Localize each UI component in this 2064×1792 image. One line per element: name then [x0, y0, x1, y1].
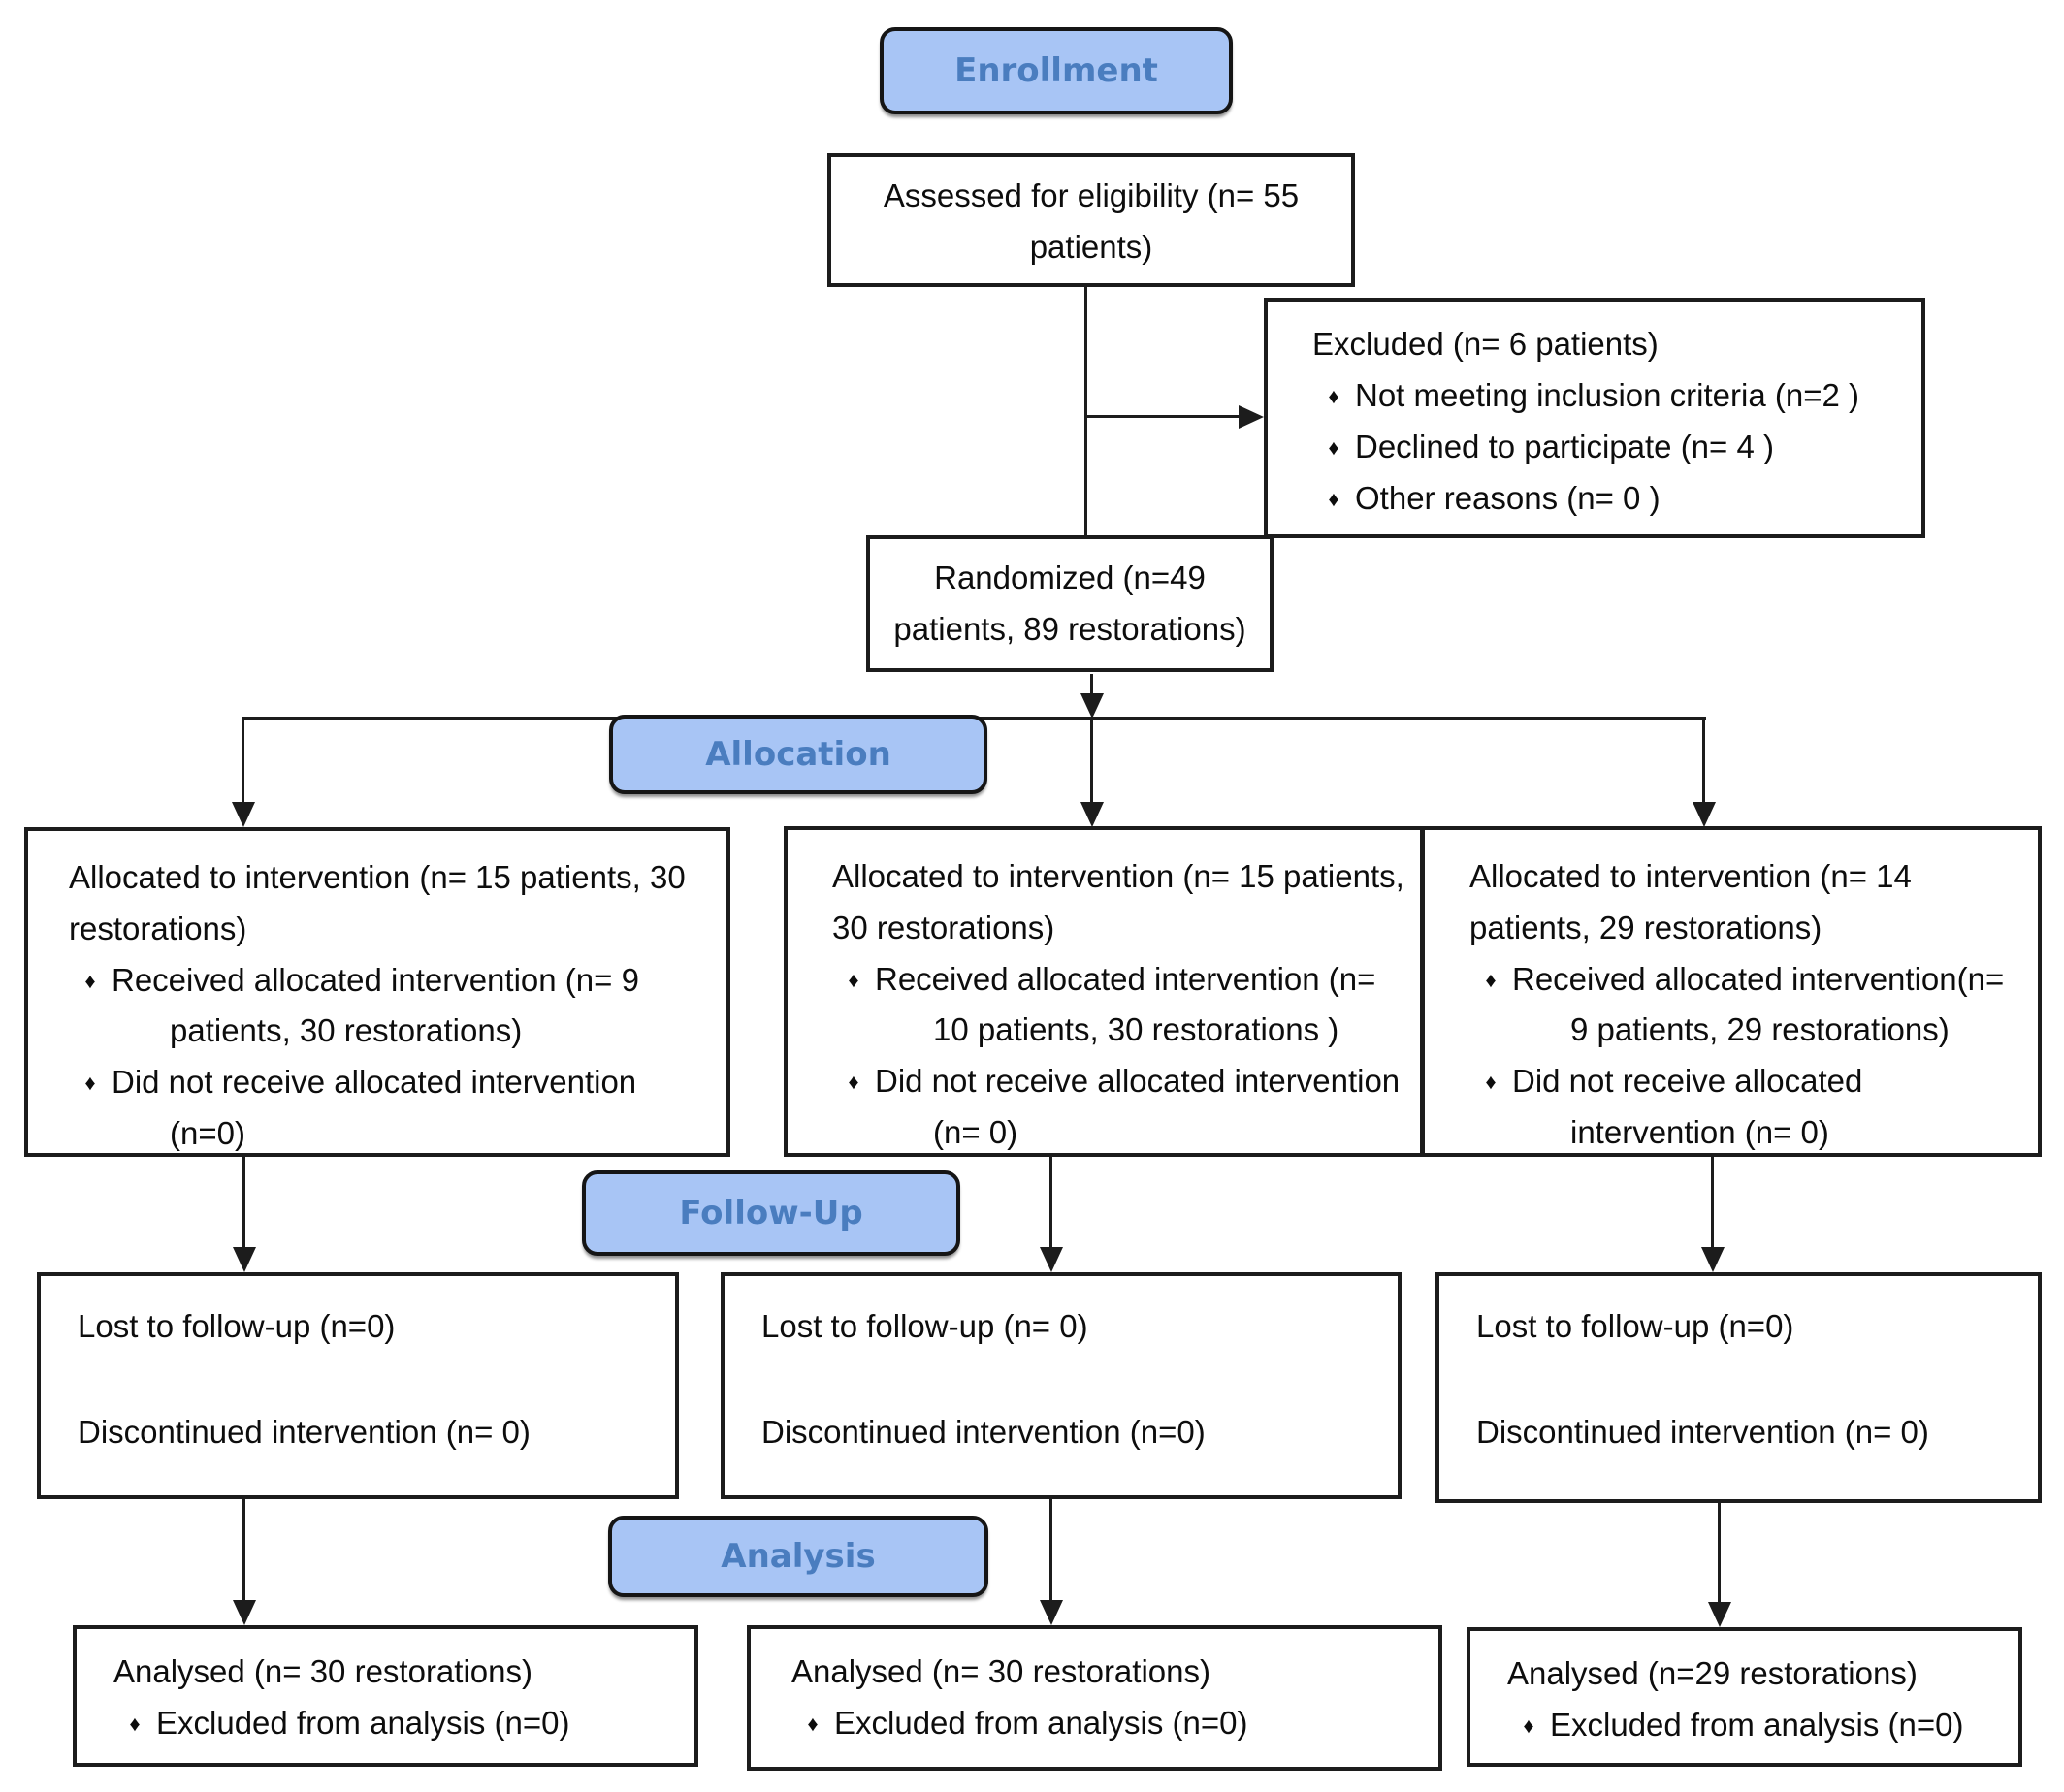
excluded-bullet-1: ♦ Not meeting inclusion criteria (n=2 ) [1312, 370, 1904, 422]
box-followup-right: Lost to follow-up (n=0) Discontinued int… [1435, 1272, 2042, 1503]
allocation-middle-title: Allocated to intervention (n= 15 patient… [832, 858, 1404, 945]
assessed-line-2: patients) [1029, 228, 1153, 265]
allocation-left-bullet-1-text: Received allocated intervention (n= 9 pa… [112, 961, 639, 1049]
allocation-middle-bullet-2: ♦ Did not receive allocated intervention… [832, 1056, 1406, 1159]
analysis-middle-bullet-1: ♦ Excluded from analysis (n=0) [791, 1698, 1429, 1749]
stage-header-enrollment: Enrollment [880, 27, 1233, 114]
allocation-right-bullet-2: ♦ Did not receive allocated intervention… [1469, 1056, 2026, 1159]
allocation-middle-bullet-1: ♦ Received allocated intervention (n= 10… [832, 954, 1406, 1057]
box-analysis-left: Analysed (n= 30 restorations) ♦ Excluded… [73, 1625, 698, 1767]
assessed-line-1: Assessed for eligibility (n= 55 [883, 177, 1300, 213]
box-allocation-left: Allocated to intervention (n= 15 patient… [24, 827, 730, 1157]
diamond-bullet-icon: ♦ [1523, 1712, 1534, 1738]
excluded-bullet-2-text: Declined to participate (n= 4 ) [1355, 428, 1774, 464]
connector-assessed-to-randomized [1084, 287, 1087, 537]
branch-arrow-right [1692, 717, 1716, 827]
analysis-left-bullet-1: ♦ Excluded from analysis (n=0) [113, 1698, 685, 1749]
diamond-bullet-icon: ♦ [848, 967, 859, 992]
excluded-title: Excluded (n= 6 patients) [1312, 326, 1659, 362]
diamond-bullet-icon: ♦ [1485, 1070, 1497, 1095]
excluded-bullet-2: ♦ Declined to participate (n= 4 ) [1312, 422, 1904, 473]
arrow-alloc-left-to-followup [232, 1157, 256, 1272]
randomized-line-2: patients, 89 restorations) [893, 610, 1246, 647]
followup-right-line-1: Lost to follow-up (n=0) [1476, 1308, 1794, 1344]
diamond-bullet-icon: ♦ [1328, 486, 1339, 511]
arrow-alloc-middle-to-followup [1039, 1157, 1063, 1272]
stage-header-allocation-label: Allocation [705, 735, 891, 774]
diamond-bullet-icon: ♦ [84, 1071, 96, 1096]
diamond-bullet-icon: ♦ [848, 1070, 859, 1095]
diamond-bullet-icon: ♦ [807, 1711, 819, 1736]
randomized-line-1: Randomized (n=49 [934, 560, 1206, 595]
stage-header-enrollment-label: Enrollment [954, 51, 1158, 90]
stage-header-follow-up: Follow-Up [582, 1170, 960, 1256]
arrow-followup-right-to-analysis [1707, 1503, 1731, 1627]
followup-left-line-1: Lost to follow-up (n=0) [78, 1308, 396, 1344]
box-randomized: Randomized (n=49 patients, 89 restoratio… [866, 535, 1274, 672]
analysis-right-bullet-1-text: Excluded from analysis (n=0) [1550, 1706, 1964, 1743]
followup-middle-line-1: Lost to follow-up (n= 0) [761, 1308, 1088, 1344]
allocation-left-title: Allocated to intervention (n= 15 patient… [69, 859, 686, 946]
arrow-followup-middle-to-analysis [1039, 1499, 1063, 1625]
branch-arrow-middle [1080, 717, 1104, 827]
allocation-right-bullet-2-text: Did not receive allocated intervention (… [1512, 1063, 1863, 1150]
stage-header-analysis: Analysis [608, 1516, 988, 1597]
excluded-bullet-3: ♦ Other reasons (n= 0 ) [1312, 473, 1904, 525]
arrow-followup-left-to-analysis [232, 1499, 256, 1625]
box-excluded: Excluded (n= 6 patients) ♦ Not meeting i… [1264, 298, 1925, 538]
analysis-right-title: Analysed (n=29 restorations) [1507, 1655, 1918, 1691]
analysis-middle-bullet-1-text: Excluded from analysis (n=0) [834, 1704, 1248, 1741]
box-analysis-middle: Analysed (n= 30 restorations) ♦ Excluded… [747, 1625, 1442, 1771]
arrow-alloc-right-to-followup [1700, 1157, 1725, 1272]
excluded-bullet-1-text: Not meeting inclusion criteria (n=2 ) [1355, 376, 1859, 413]
branch-arrow-left [231, 717, 255, 827]
diamond-bullet-icon: ♦ [129, 1711, 141, 1736]
allocation-left-bullet-2-text: Did not receive allocated intervention (… [112, 1064, 637, 1151]
stage-header-follow-up-label: Follow-Up [679, 1194, 863, 1232]
diamond-bullet-icon: ♦ [1485, 967, 1497, 992]
box-followup-left: Lost to follow-up (n=0) Discontinued int… [37, 1272, 679, 1499]
allocation-middle-bullet-2-text: Did not receive allocated intervention (… [875, 1063, 1401, 1150]
followup-middle-line-2: Discontinued intervention (n=0) [761, 1413, 1206, 1450]
diamond-bullet-icon: ♦ [84, 968, 96, 993]
analysis-middle-title: Analysed (n= 30 restorations) [791, 1653, 1210, 1689]
box-followup-middle: Lost to follow-up (n= 0) Discontinued in… [721, 1272, 1402, 1499]
allocation-left-bullet-1: ♦ Received allocated intervention (n= 9 … [69, 955, 709, 1058]
analysis-right-bullet-1: ♦ Excluded from analysis (n=0) [1507, 1700, 2009, 1751]
followup-right-line-2: Discontinued intervention (n= 0) [1476, 1413, 1929, 1450]
box-allocation-middle: Allocated to intervention (n= 15 patient… [784, 826, 1424, 1157]
followup-left-line-2: Discontinued intervention (n= 0) [78, 1413, 531, 1450]
analysis-left-title: Analysed (n= 30 restorations) [113, 1653, 532, 1689]
allocation-left-bullet-2: ♦ Did not receive allocated intervention… [69, 1057, 709, 1160]
allocation-right-bullet-1-text: Received allocated intervention(n= 9 pat… [1512, 960, 2005, 1048]
diamond-bullet-icon: ♦ [1328, 434, 1339, 460]
stage-header-analysis-label: Analysis [721, 1537, 876, 1576]
diamond-bullet-icon: ♦ [1328, 383, 1339, 408]
analysis-left-bullet-1-text: Excluded from analysis (n=0) [156, 1704, 570, 1741]
excluded-bullet-3-text: Other reasons (n= 0 ) [1355, 479, 1661, 516]
allocation-right-title: Allocated to intervention (n= 14 patient… [1469, 858, 1912, 945]
connector-randomized-to-branch-arrow [1080, 674, 1104, 719]
stage-header-allocation: Allocation [609, 715, 987, 794]
allocation-middle-bullet-1-text: Received allocated intervention (n= 10 p… [875, 960, 1376, 1048]
connector-to-excluded-arrow [1086, 404, 1264, 429]
box-allocation-right: Allocated to intervention (n= 14 patient… [1421, 826, 2042, 1157]
box-assessed-for-eligibility: Assessed for eligibility (n= 55 patients… [827, 153, 1355, 287]
allocation-right-bullet-1: ♦ Received allocated intervention(n= 9 p… [1469, 954, 2026, 1057]
box-analysis-right: Analysed (n=29 restorations) ♦ Excluded … [1467, 1627, 2022, 1767]
